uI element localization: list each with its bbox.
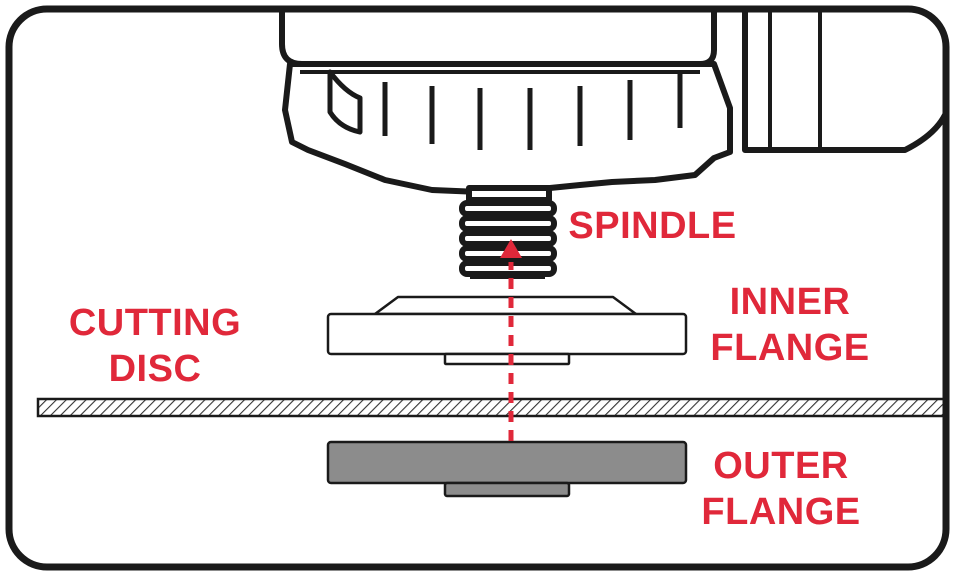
- outer-flange-label-line-2: FLANGE: [701, 491, 861, 533]
- outer-flange-label: OUTER FLANGE: [681, 443, 881, 535]
- inner-flange-label-line-1: INNER: [729, 281, 851, 323]
- diagram-frame: [5, 5, 950, 571]
- grinder-body: [279, 9, 946, 195]
- cutting-disc-label-line-2: DISC: [108, 348, 202, 390]
- inner-flange-label-line-2: FLANGE: [710, 327, 870, 369]
- cutting-disc: [36, 397, 946, 418]
- cutting-disc-label: CUTTING DISC: [55, 300, 255, 392]
- cutting-disc-label-line-1: CUTTING: [68, 302, 242, 344]
- outer-flange-label-line-1: OUTER: [713, 445, 849, 487]
- assembly-arrow: [500, 239, 522, 441]
- spindle-label: SPINDLE: [560, 203, 745, 249]
- spindle-label-text: SPINDLE: [568, 205, 737, 247]
- outer-flange: [326, 440, 688, 498]
- spindle-shaft: [459, 185, 557, 279]
- inner-flange: [326, 295, 688, 366]
- inner-flange-label: INNER FLANGE: [690, 279, 890, 371]
